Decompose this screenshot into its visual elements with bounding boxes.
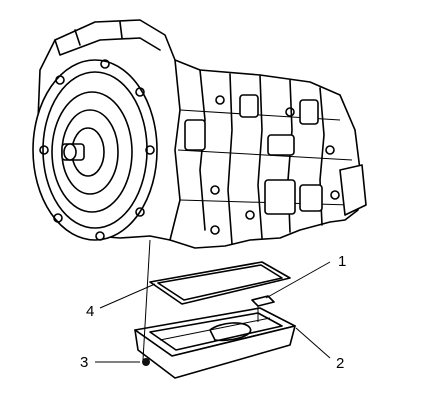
callout-4: 4 (86, 303, 94, 320)
filter-illustration (251, 295, 275, 307)
oil-pan-illustration (134, 307, 296, 379)
callout-1: 1 (338, 253, 346, 270)
pan-gasket-illustration (149, 261, 291, 305)
callout-2: 2 (336, 355, 344, 372)
transmission-assembly-illustration (32, 19, 367, 249)
leader-lines (95, 239, 331, 363)
callout-3: 3 (80, 354, 88, 371)
drain-plug-illustration (142, 358, 150, 366)
